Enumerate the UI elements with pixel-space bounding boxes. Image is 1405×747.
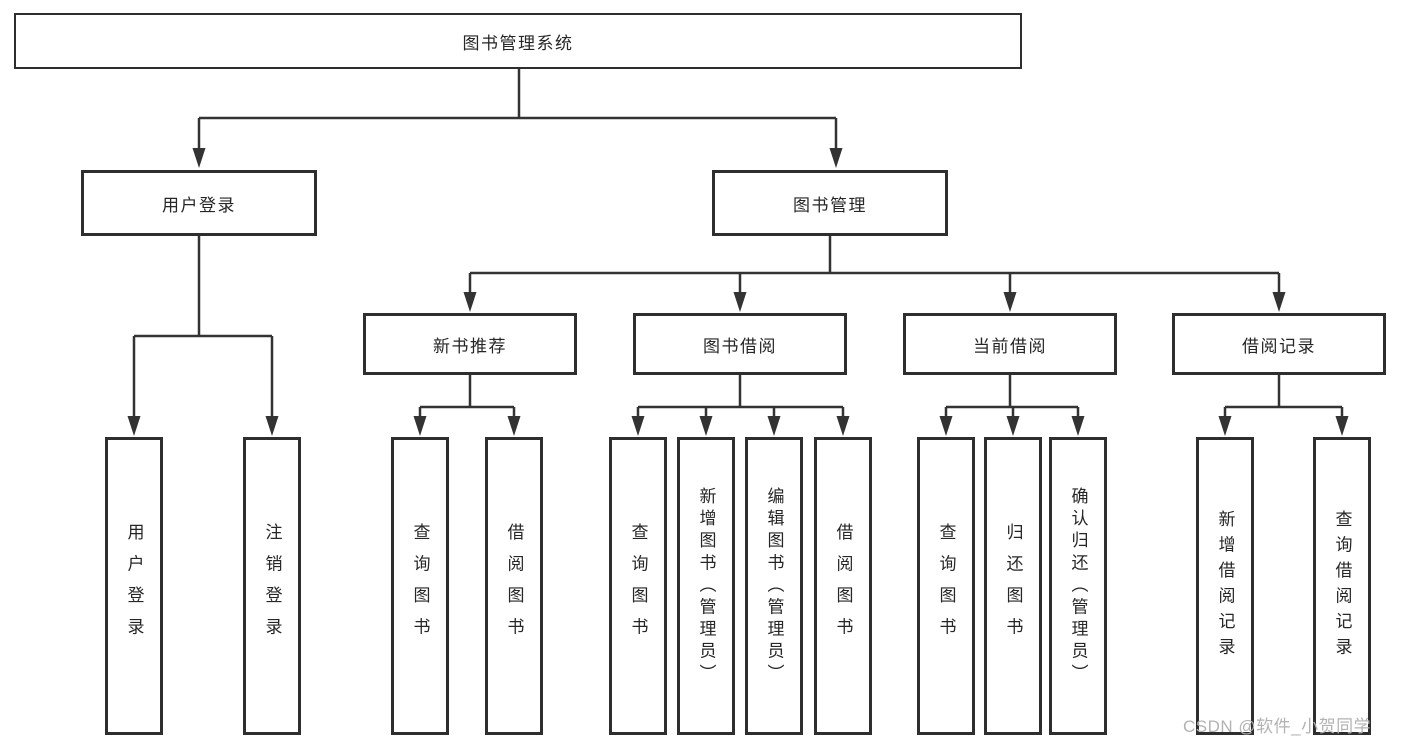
leaf-return-book: 归还图书 [984, 437, 1042, 735]
leaf-query-book-2-label: 查询图书 [628, 523, 648, 649]
node-user-login-label: 用户登录 [162, 195, 236, 215]
leaf-query-book-2: 查询图书 [609, 437, 667, 735]
leaf-return-book-label: 归还图书 [1003, 523, 1023, 649]
leaf-borrow-book-1-label: 借阅图书 [504, 523, 524, 649]
node-root-label: 图书管理系统 [462, 33, 574, 53]
leaf-borrow-book-2-label: 借阅图书 [833, 523, 853, 649]
node-current-borrow-label: 当前借阅 [973, 336, 1047, 356]
node-borrow-records-label: 借阅记录 [1242, 336, 1316, 356]
connector-current-borrow-split [946, 375, 1078, 409]
node-current-borrow: 当前借阅 [903, 313, 1117, 375]
node-book-borrow: 图书借阅 [633, 313, 847, 375]
leaf-user-login: 用户登录 [105, 437, 163, 735]
node-borrow-records: 借阅记录 [1172, 313, 1386, 375]
leaf-logout-label: 注销登录 [262, 523, 282, 649]
leaf-add-book-admin-label: 新增图书（管理员） [696, 486, 716, 686]
node-book-management-label: 图书管理 [793, 195, 867, 215]
leaf-borrow-book-1: 借阅图书 [485, 437, 543, 735]
leaf-add-book-admin: 新增图书（管理员） [677, 437, 735, 735]
leaf-borrow-book-2: 借阅图书 [814, 437, 872, 735]
leaf-query-book-1: 查询图书 [391, 437, 449, 735]
connector-root-split [199, 69, 836, 120]
leaf-query-book-3: 查询图书 [917, 437, 975, 735]
connector-book-borrow-split [638, 375, 843, 409]
arrow-heads [127, 148, 1349, 436]
csdn-watermark: CSDN @软件_小贺同学 [1183, 717, 1372, 736]
leaf-query-borrow-record-label: 查询借阅记录 [1332, 509, 1352, 663]
connector-book-mgmt-split [470, 236, 1279, 275]
leaf-edit-book-admin: 编辑图书（管理员） [745, 437, 803, 735]
node-book-management: 图书管理 [712, 170, 948, 236]
leaf-confirm-return-admin-label: 确认归还（管理员） [1068, 486, 1088, 686]
node-new-book-recommend: 新书推荐 [363, 313, 577, 375]
leaf-add-borrow-record-label: 新增借阅记录 [1215, 509, 1235, 663]
node-new-book-recommend-label: 新书推荐 [433, 336, 507, 356]
connector-user-login-split [134, 236, 272, 338]
connector-new-book-split [420, 375, 514, 409]
leaf-query-book-1-label: 查询图书 [410, 523, 430, 649]
leaf-edit-book-admin-label: 编辑图书（管理员） [764, 486, 784, 686]
connector-borrow-records-split [1225, 375, 1342, 409]
leaf-query-book-3-label: 查询图书 [936, 523, 956, 649]
leaf-logout: 注销登录 [243, 437, 301, 735]
leaf-add-borrow-record: 新增借阅记录 [1196, 437, 1254, 735]
arrow-shafts [132, 118, 1344, 418]
node-user-login: 用户登录 [81, 170, 317, 236]
leaf-user-login-label: 用户登录 [124, 523, 144, 649]
leaf-confirm-return-admin: 确认归还（管理员） [1049, 437, 1107, 735]
leaf-query-borrow-record: 查询借阅记录 [1313, 437, 1371, 735]
node-root: 图书管理系统 [14, 13, 1022, 69]
node-book-borrow-label: 图书借阅 [703, 336, 777, 356]
